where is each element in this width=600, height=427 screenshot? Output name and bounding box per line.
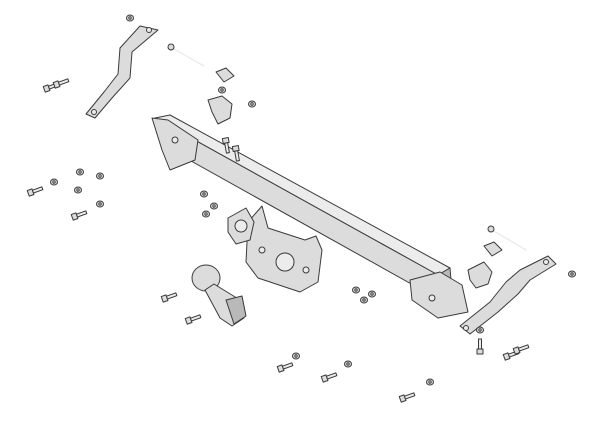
nut-icon: [360, 296, 368, 304]
tow-ball-hitch: [191, 264, 247, 327]
clamp-plate-right: [483, 241, 503, 257]
right-end-plate: [409, 271, 469, 319]
nut-icon: [476, 326, 484, 334]
nut-icon: [344, 360, 352, 368]
socket-bracket: [227, 207, 255, 245]
nut-icon: [248, 100, 256, 108]
nut-icon: [50, 178, 58, 186]
coupling-mounting-plate: [245, 205, 323, 293]
bolt-icon: [398, 392, 416, 403]
nut-icon: [76, 168, 84, 176]
angle-bracket-left: [207, 95, 233, 125]
long-bolt-right: [487, 225, 527, 251]
bolt-icon: [26, 186, 44, 197]
nut-icon: [74, 186, 82, 194]
angle-bracket-right: [467, 261, 493, 289]
nut-icon: [210, 202, 218, 210]
bolt-icon: [231, 145, 240, 162]
left-end-plate: [151, 117, 199, 171]
bolt-icon: [320, 372, 338, 383]
nut-icon: [426, 378, 434, 386]
clamp-plate-left: [215, 67, 235, 83]
bolt-icon: [221, 137, 230, 154]
long-bolt-left: [167, 43, 205, 67]
bolt-icon: [476, 338, 484, 355]
bolt-icon: [502, 350, 520, 361]
fasteners: [26, 14, 576, 403]
right-side-bracket: [459, 255, 557, 335]
nut-icon: [200, 190, 208, 198]
nut-icon: [202, 210, 210, 218]
left-side-bracket: [85, 25, 159, 119]
bolt-icon: [512, 344, 530, 355]
nut-icon: [96, 200, 104, 208]
nut-icon: [368, 290, 376, 298]
bolt-icon: [52, 78, 70, 89]
bolt-icon: [70, 210, 88, 221]
main-cross-beam: [151, 114, 469, 319]
bolt-icon: [160, 292, 178, 303]
nut-icon: [568, 270, 576, 278]
nut-icon: [218, 86, 226, 94]
nut-icon: [126, 14, 134, 22]
nut-icon: [352, 286, 360, 294]
bolt-icon: [184, 314, 202, 325]
bolt-icon: [276, 362, 294, 373]
nut-icon: [96, 172, 104, 180]
nut-icon: [292, 352, 300, 360]
